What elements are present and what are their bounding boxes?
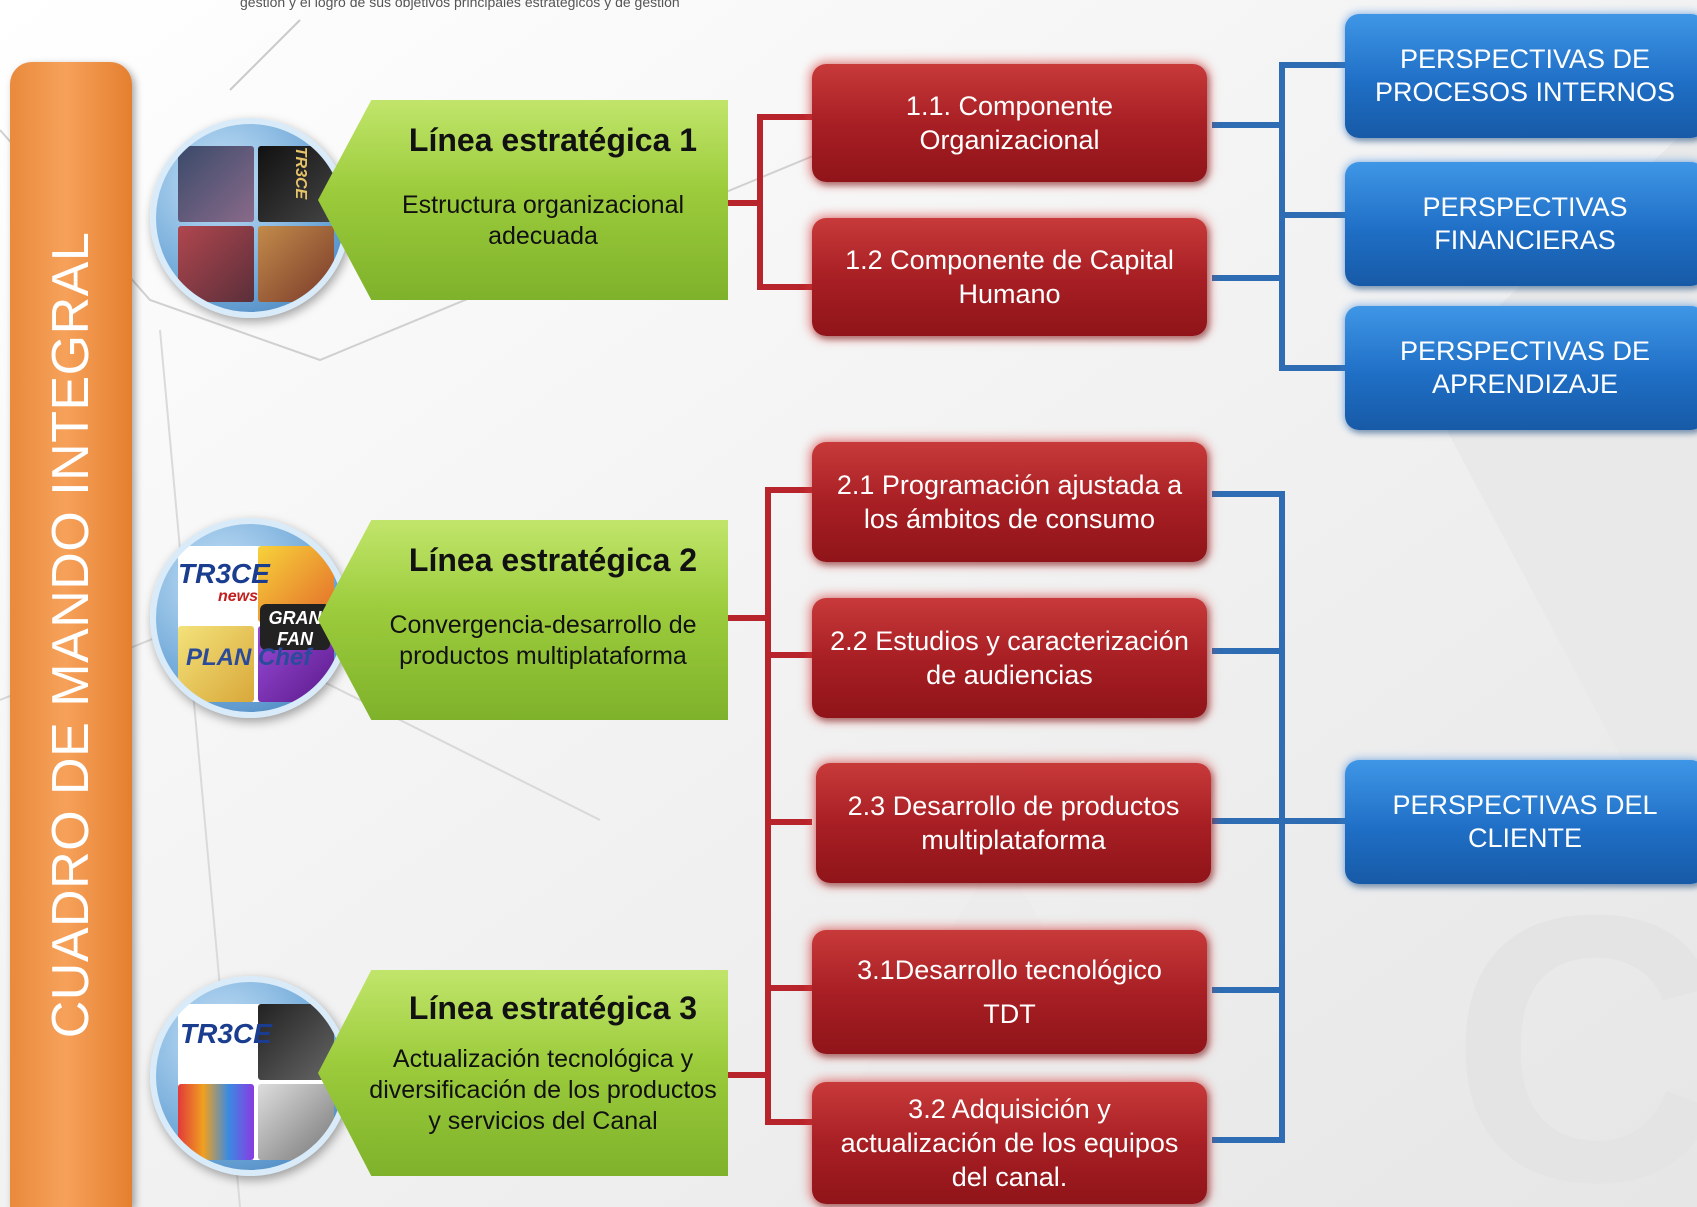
component-2-3: 2.3 Desarrollo de productos multiplatafo…	[816, 763, 1211, 883]
sidebar-bar	[10, 62, 132, 1207]
strategic-line-2-title: Línea estratégica 2	[408, 542, 698, 578]
granfan-text: GRAN FAN	[260, 604, 330, 650]
tr3ce-news-logo	[178, 546, 254, 622]
strategic-line-3: Línea estratégica 3 Actualización tecnol…	[318, 970, 728, 1176]
strategic-line-2: Línea estratégica 2 Convergencia-desarro…	[318, 520, 728, 720]
plan-text: PLAN Chef	[186, 644, 312, 671]
line-2-logo-circle: TR3CE news GRAN FAN PLAN Chef	[150, 518, 350, 718]
tr3ce-logo	[178, 1004, 254, 1080]
photo-event	[178, 226, 254, 302]
strategic-line-1-desc: Estructura organizacional adecuada	[401, 191, 685, 250]
colombia-logo	[178, 1084, 254, 1160]
tr3ce-text: TR3CE	[178, 558, 270, 589]
component-1-2: 1.2 Componente de Capital Humano	[812, 218, 1207, 336]
component-3-1: 3.1Desarrollo tecnológico TDT	[812, 930, 1207, 1054]
component-2-2: 2.2 Estudios y caracterización de audien…	[812, 598, 1207, 718]
perspective-customer: PERSPECTIVAS DEL CLIENTE	[1345, 760, 1697, 884]
svg-text:CE: CE	[1450, 836, 1697, 1207]
component-2-1: 2.1 Programación ajustada a los ámbitos …	[812, 442, 1207, 562]
perspective-internal-processes: PERSPECTIVAS DE PROCESOS INTERNOS	[1345, 14, 1697, 138]
line-3-photo-circle: TR3CE	[150, 976, 350, 1176]
equipment-photo	[258, 1084, 334, 1160]
news-text: news	[218, 588, 259, 605]
building-logo: TR3CE	[292, 146, 310, 200]
strategic-line-3-desc: Actualización tecnológica y diversificac…	[369, 1045, 717, 1135]
photo-crowd	[178, 146, 254, 222]
header-caption: gestión y el logro de sus objetivos prin…	[240, 0, 680, 10]
plan-chef-logo	[178, 626, 254, 702]
strategic-line-1: Línea estratégica 1 Estructura organizac…	[318, 100, 728, 300]
photo-building	[258, 146, 334, 222]
strategic-line-1-title: Línea estratégica 1	[408, 122, 698, 158]
strategic-line-2-desc: Convergencia-desarrollo de productos mul…	[389, 611, 697, 670]
red-connectors	[728, 114, 812, 1125]
component-1-1: 1.1. Componente Organizacional	[812, 64, 1207, 182]
perspective-financial: PERSPECTIVAS FINANCIERAS	[1345, 162, 1697, 286]
tr3ce-text-3: TR3CE	[180, 1018, 272, 1049]
perspective-learning: PERSPECTIVAS DE APRENDIZAJE	[1345, 306, 1697, 430]
component-3-2: 3.2 Adquisición y actualización de los e…	[812, 1082, 1207, 1204]
line-1-photo-circle: TR3CE	[150, 118, 350, 318]
strategic-line-3-title: Línea estratégica 3	[408, 990, 698, 1026]
blue-connectors	[1212, 62, 1345, 1143]
photo-people	[258, 226, 334, 302]
